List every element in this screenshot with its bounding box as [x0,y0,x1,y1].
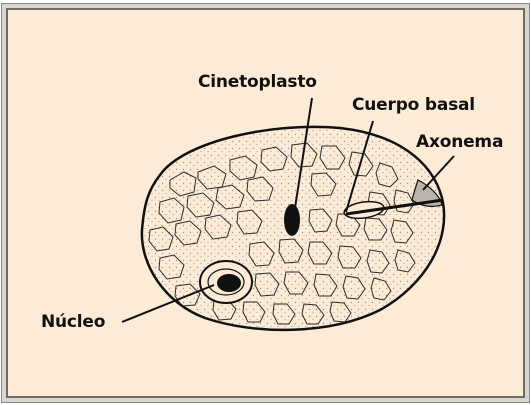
label-axonema: Axonema [416,132,503,152]
label-nucleo: Núcleo [41,312,105,332]
label-cuerpo-basal: Cuerpo basal [352,95,475,115]
kinetoplast [284,204,300,236]
nucleus [200,261,252,303]
label-cinetoplasto: Cinetoplasto [198,72,317,92]
